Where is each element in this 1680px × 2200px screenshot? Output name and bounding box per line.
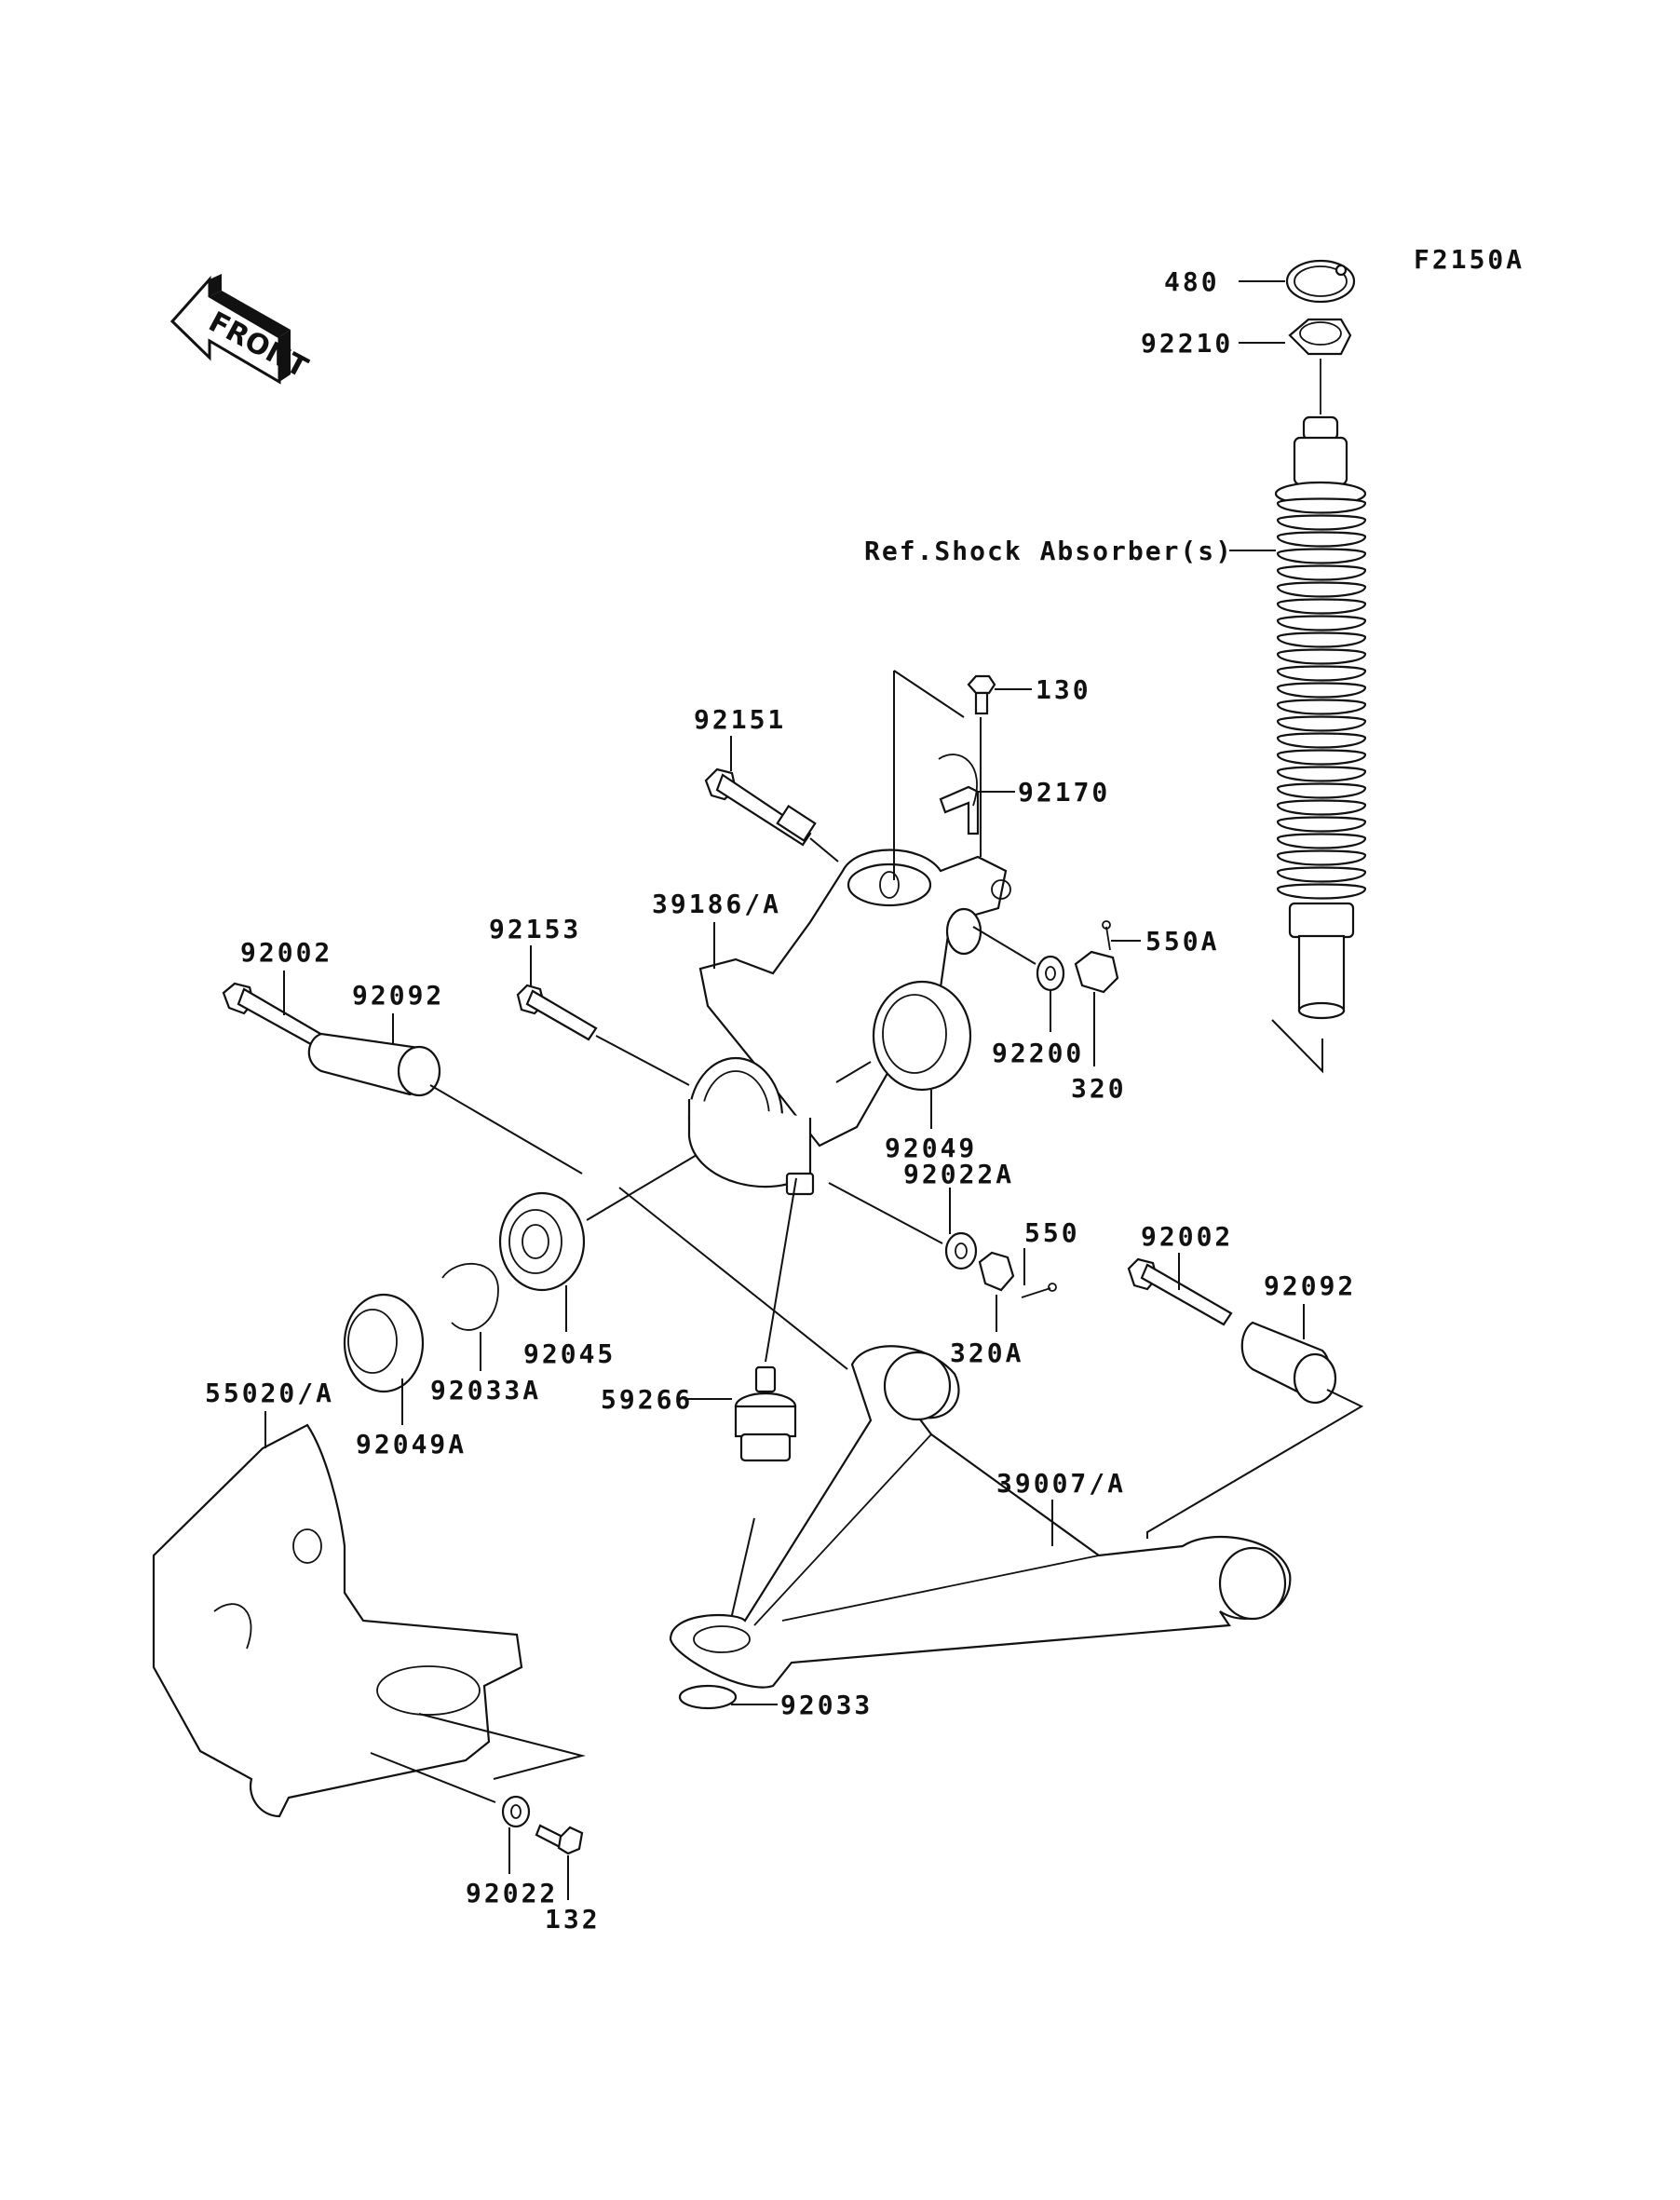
cotter-pin-550: [1021, 1283, 1057, 1298]
bolt-130: [967, 674, 996, 715]
a-arm-39007: [669, 1345, 1292, 1689]
shock-absorber: [1274, 359, 1367, 1020]
oil-seal-92049: [872, 980, 972, 1092]
spring-coil: [1276, 564, 1367, 581]
spring-coil: [1276, 514, 1367, 531]
spring-coil: [1276, 849, 1367, 866]
spring-coil: [1276, 732, 1367, 749]
circlip-92033A: [441, 1262, 499, 1331]
callout-550A: 550A: [1145, 926, 1219, 957]
castle-nut-320: [1074, 950, 1119, 994]
ball-joint-59266: [734, 1365, 797, 1462]
skid-plate-55020: [152, 1423, 523, 1818]
callout-92033A: 92033A: [430, 1375, 541, 1406]
reference-note: Ref.Shock Absorber(s): [864, 536, 1233, 566]
callout-130: 130: [1036, 674, 1091, 705]
bushing-92092-left: [307, 1032, 441, 1097]
spring-coil: [1276, 665, 1367, 682]
spring-coil: [1276, 598, 1367, 615]
callout-320A: 320A: [950, 1338, 1023, 1368]
spring-coil: [1276, 648, 1367, 665]
spring-coil: [1276, 615, 1367, 631]
clamp-92170: [938, 754, 980, 835]
callout-92002-left: 92002: [240, 937, 332, 968]
washer-92022: [501, 1795, 531, 1828]
bolt-92002-right: [1127, 1257, 1233, 1326]
callout-92022: 92022: [466, 1878, 558, 1908]
spring-coil: [1276, 866, 1367, 883]
callout-92092-left: 92092: [352, 980, 444, 1011]
callout-92092-right: 92092: [1264, 1270, 1356, 1301]
callout-92049A: 92049A: [356, 1429, 467, 1460]
figure-code: F2150A: [1414, 244, 1524, 275]
spring-coil: [1276, 531, 1367, 548]
callout-92022A: 92022A: [903, 1159, 1014, 1189]
callout-92045: 92045: [523, 1338, 616, 1369]
callout-92002-right: 92002: [1141, 1221, 1233, 1252]
callout-92049: 92049: [885, 1133, 977, 1163]
spring-coil: [1276, 782, 1367, 799]
callout-550: 550: [1024, 1217, 1080, 1248]
callout-92170: 92170: [1018, 777, 1110, 808]
steering-knuckle-39186: [687, 849, 1011, 1196]
spring-coil: [1276, 699, 1367, 715]
spring-coil: [1276, 816, 1367, 833]
oil-seal-92049A: [343, 1293, 425, 1393]
spring-coil: [1276, 631, 1367, 648]
bearing-92045: [498, 1191, 586, 1292]
callout-92200: 92200: [992, 1038, 1084, 1068]
circlip-480: [1285, 259, 1356, 304]
spring-coil: [1276, 833, 1367, 849]
spring-coil: [1276, 749, 1367, 766]
front-arrow-icon: FRONT: [169, 274, 313, 385]
callout-55020A: 55020/A: [205, 1378, 334, 1408]
spring-coil: [1276, 715, 1367, 732]
locknut-92210: [1288, 318, 1352, 356]
spring-coil: [1276, 883, 1367, 900]
callout-92033: 92033: [780, 1690, 873, 1720]
callout-39186A: 39186/A: [652, 889, 781, 919]
spring-coil: [1276, 766, 1367, 782]
callout-132: 132: [545, 1904, 601, 1935]
callout-92151: 92151: [694, 704, 786, 735]
spring-coil: [1276, 548, 1367, 564]
bolt-92151: [704, 767, 817, 847]
spring-coil: [1276, 799, 1367, 816]
callout-92210: 92210: [1141, 328, 1233, 359]
callout-59266: 59266: [601, 1384, 693, 1415]
spring-coil: [1276, 581, 1367, 598]
spring-coil: [1276, 497, 1367, 514]
bolt-92153: [516, 984, 598, 1041]
bushing-92092-right: [1240, 1321, 1337, 1405]
castle-nut-320A: [978, 1251, 1015, 1292]
washer-92200: [1036, 955, 1065, 992]
callout-39007A: 39007/A: [996, 1468, 1126, 1499]
circlip-92033: [678, 1684, 738, 1710]
callout-320: 320: [1071, 1073, 1127, 1104]
spring-coil: [1276, 682, 1367, 699]
cotter-pin-550A: [1102, 920, 1111, 951]
washer-92022A: [944, 1231, 978, 1270]
bolt-132: [535, 1824, 584, 1855]
callout-480: 480: [1164, 266, 1220, 297]
callout-92153: 92153: [489, 914, 581, 944]
